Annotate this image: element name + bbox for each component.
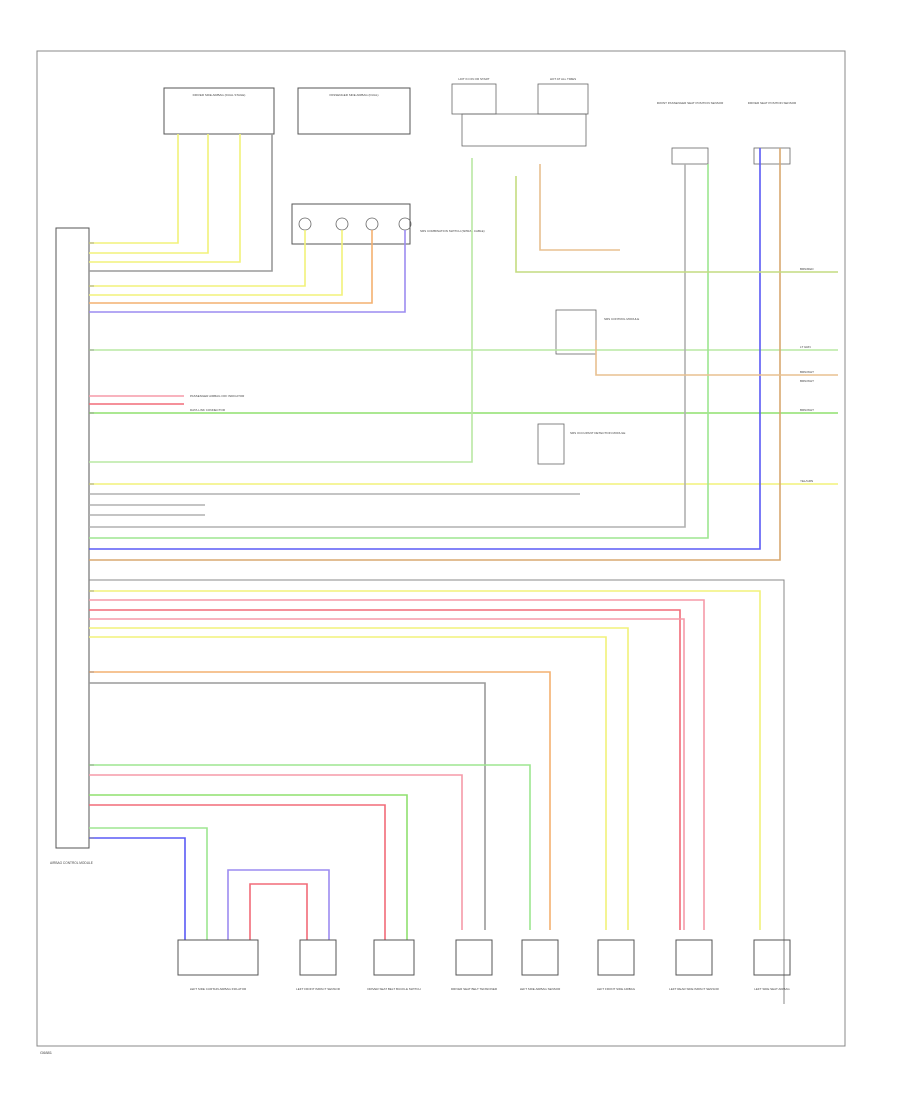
wire-tan-mid bbox=[595, 340, 838, 376]
wire-set-bottom bbox=[89, 590, 761, 940]
edge-label-4: BRN/WHT bbox=[800, 379, 814, 383]
clock-spring-label: SRS COMBINATION SWITCH (SPIRAL CABLE) bbox=[420, 229, 485, 233]
left-front-side-airbag bbox=[597, 939, 635, 976]
clock-spring-connector bbox=[291, 203, 411, 245]
wire-green-b3 bbox=[89, 827, 208, 940]
diagram-code: G6881 bbox=[40, 1050, 53, 1055]
wire-yellow-2 bbox=[89, 134, 209, 254]
edge-label-5: BRN/WHT bbox=[800, 408, 814, 412]
wire-yellow-4 bbox=[89, 230, 306, 287]
module-caption: AIRBAG CONTROL MODULE bbox=[50, 861, 93, 865]
wire-yellow-5 bbox=[89, 230, 343, 296]
wire-yellow-b3 bbox=[89, 636, 607, 930]
wire-yellow-b2 bbox=[89, 627, 629, 930]
bottom-component-row bbox=[177, 939, 791, 976]
clock-spring-terminals bbox=[298, 217, 412, 231]
driver-airbag-label: DRIVER SIDE AIRBAG (DUAL STAGE) bbox=[193, 93, 246, 97]
bottom-label-1: LEFT FRONT IMPACT SENSOR bbox=[296, 987, 341, 991]
wire-green-b1 bbox=[89, 764, 531, 930]
wire-red-b1 bbox=[89, 609, 681, 930]
wire-green-4 bbox=[89, 164, 709, 539]
wire-gray-b1 bbox=[89, 682, 486, 930]
passenger-airbag-connector bbox=[297, 87, 411, 135]
driver-seat-position-sensor: DRIVER SEAT POSITION SENSOR bbox=[748, 101, 797, 165]
diagram-frame bbox=[36, 50, 846, 1047]
wire-green-b2 bbox=[89, 794, 408, 940]
driver-airbag-connector bbox=[163, 87, 275, 135]
svg-text:HOT IN ON OR START: HOT IN ON OR START bbox=[458, 77, 489, 81]
wire-violet-1 bbox=[89, 230, 406, 313]
wire-orange-1 bbox=[89, 230, 373, 304]
edge-label-6: YEL/GRN bbox=[800, 479, 813, 483]
edge-label-1: BRN/RED bbox=[800, 267, 814, 271]
wire-yellow-3 bbox=[89, 134, 241, 263]
wire-green-3 bbox=[89, 158, 473, 463]
svg-text:DRIVER SEAT POSITION SENSOR: DRIVER SEAT POSITION SENSOR bbox=[748, 101, 797, 105]
ignition-fuse-box: HOT IN ON OR START bbox=[451, 77, 497, 115]
wire-red-b2 bbox=[89, 804, 386, 940]
wire-pink-b3 bbox=[89, 774, 463, 930]
left-side-seat-airbag bbox=[753, 939, 791, 976]
bottom-component-labels: LEFT SIDE CURTAIN AIRBAG INFLATOR LEFT F… bbox=[190, 987, 791, 991]
wire-pink-b1 bbox=[89, 599, 705, 930]
wire-set-top bbox=[89, 134, 838, 561]
driver-seat-belt-tensioner bbox=[455, 939, 493, 976]
bottom-label-7: LEFT SIDE SEAT AIRBAG bbox=[754, 987, 790, 991]
svg-text:SRS CONTROL MODULE: SRS CONTROL MODULE bbox=[604, 317, 639, 321]
bottom-label-3: DRIVER SEAT BELT TENSIONER bbox=[451, 987, 498, 991]
wire-blue-1 bbox=[89, 148, 761, 550]
lower-harness-frame bbox=[89, 579, 785, 1004]
front-passenger-seat-position-sensor: FRONT PASSENGER SEAT POSITION SENSOR bbox=[657, 101, 724, 165]
wire-red-loop bbox=[249, 883, 308, 940]
wire-blue-b1 bbox=[89, 837, 186, 940]
left-front-impact-sensor bbox=[299, 939, 337, 976]
wire-lime-top bbox=[515, 176, 838, 273]
svg-text:SRS OCCUPANT DETECTION MODULE: SRS OCCUPANT DETECTION MODULE bbox=[570, 431, 625, 435]
right-edge-labels: BRN/RED LT GRN BRN/WHT BRN/WHT BRN/WHT Y… bbox=[800, 267, 814, 483]
bottom-label-0: LEFT SIDE CURTAIN AIRBAG INFLATOR bbox=[190, 987, 247, 991]
edge-label-3: BRN/WHT bbox=[800, 370, 814, 374]
bottom-label-4: LEFT SIDE AIRBAG SENSOR bbox=[520, 987, 561, 991]
constant-fuse-box: HOT AT ALL TIMES bbox=[537, 77, 589, 115]
occupant-detection-module: SRS OCCUPANT DETECTION MODULE bbox=[537, 423, 625, 465]
wire-yellow-b1 bbox=[89, 590, 761, 930]
bottom-label-2: DRIVER SEAT BELT BUCKLE SWITCH bbox=[367, 987, 420, 991]
bottom-label-5: LEFT FRONT SIDE AIRBAG bbox=[597, 987, 636, 991]
bottom-label-6: LEFT REAR SIDE IMPACT SENSOR bbox=[669, 987, 720, 991]
airbag-control-module bbox=[55, 227, 90, 849]
passenger-airbag-label: PASSENGER SIDE AIRBAG (DUAL) bbox=[329, 93, 378, 97]
edge-label-2: LT GRN bbox=[800, 345, 811, 349]
wire-pink-b2 bbox=[89, 618, 685, 930]
svg-text:FRONT PASSENGER SEAT POSITION: FRONT PASSENGER SEAT POSITION SENSOR bbox=[657, 101, 724, 105]
driver-seat-belt-buckle-switch bbox=[373, 939, 415, 976]
srs-control-relay: SRS CONTROL MODULE bbox=[555, 309, 639, 355]
passenger-airbag-off-label: PASSENGER AIRBAG OFF INDICATOR bbox=[190, 394, 245, 398]
module-pin-marks bbox=[89, 242, 94, 839]
wire-gray-5 bbox=[89, 164, 686, 528]
wire-blue-loop bbox=[227, 869, 330, 940]
wire-gray-1 bbox=[89, 134, 273, 272]
wire-yellow-1 bbox=[89, 134, 179, 244]
svg-text:HOT AT ALL TIMES: HOT AT ALL TIMES bbox=[550, 77, 576, 81]
data-link-label: DATA LINK CONNECTOR bbox=[190, 408, 226, 412]
left-side-curtain-airbag-inflator bbox=[177, 939, 259, 976]
left-side-airbag-sensor bbox=[521, 939, 559, 976]
fuse-bracket bbox=[461, 113, 587, 147]
left-rear-side-impact-sensor bbox=[675, 939, 713, 976]
wire-orange-b1 bbox=[89, 671, 551, 930]
wire-tan-mid2 bbox=[539, 164, 620, 251]
wire-tan-1 bbox=[89, 148, 781, 561]
